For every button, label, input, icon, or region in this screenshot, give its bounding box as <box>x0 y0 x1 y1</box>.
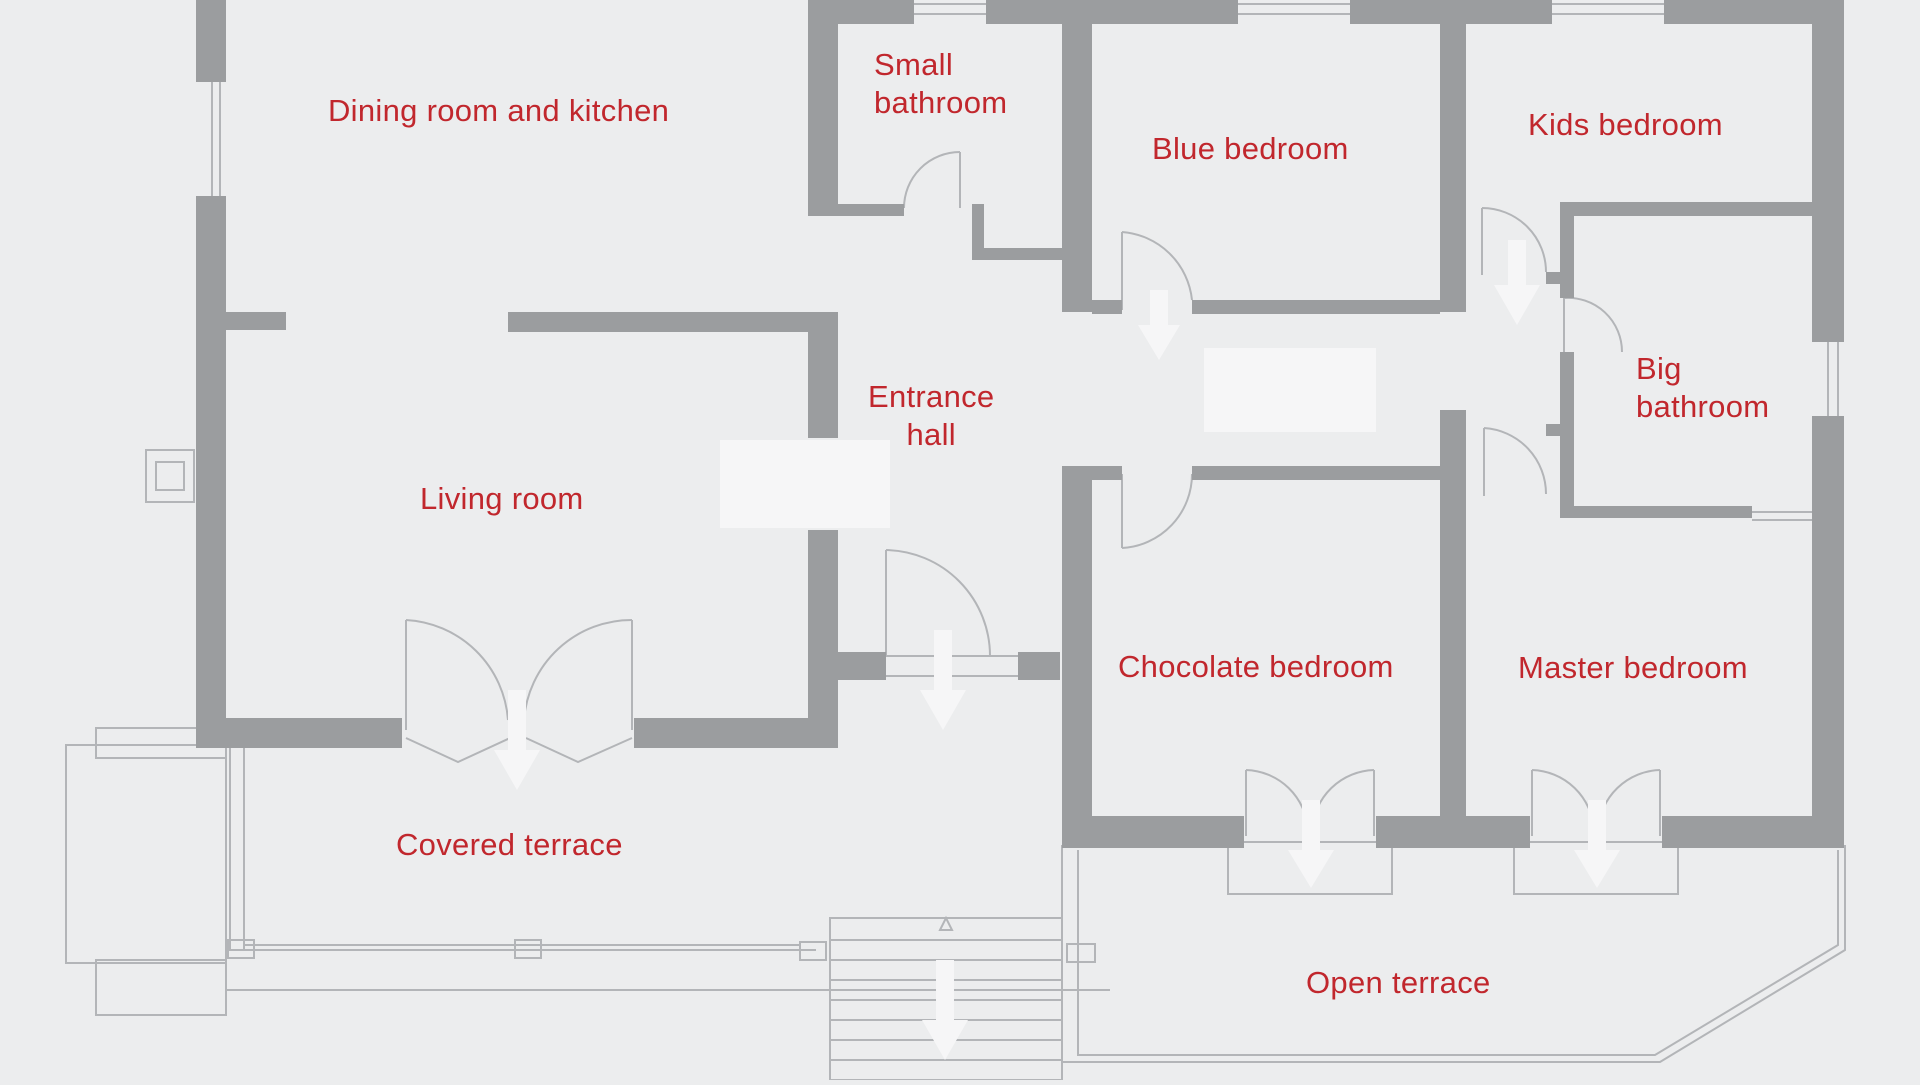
room-label-entrance-hall: Entrance hall <box>868 379 995 452</box>
room-label-chocolate-bedroom: Chocolate bedroom <box>1118 649 1394 684</box>
room-label-big-bathroom: Big bathroom <box>1636 351 1770 424</box>
room-label-blue-bedroom: Blue bedroom <box>1152 131 1349 166</box>
room-label-master-bedroom: Master bedroom <box>1518 650 1748 685</box>
room-label-open-terrace: Open terrace <box>1306 965 1491 1000</box>
room-label-small-bathroom: Small bathroom <box>874 47 1008 120</box>
terrace-and-fixture-lines <box>65 3 1846 1081</box>
walls <box>196 0 1844 848</box>
room-label-covered-terrace: Covered terrace <box>396 827 623 862</box>
room-label-living-room: Living room <box>420 481 584 516</box>
direction-arrows <box>494 240 1620 1060</box>
room-label-dining-kitchen: Dining room and kitchen <box>328 93 670 128</box>
room-label-kids-bedroom: Kids bedroom <box>1528 107 1723 142</box>
